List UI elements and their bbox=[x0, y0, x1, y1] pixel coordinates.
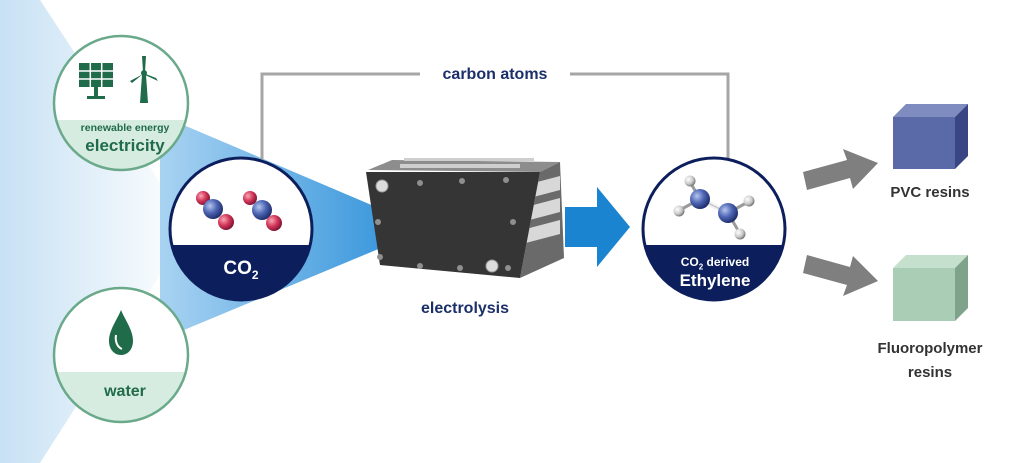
water-label: water bbox=[104, 383, 146, 400]
electricity-label: electricity bbox=[85, 136, 165, 155]
co2-label-main: CO bbox=[223, 258, 252, 279]
co2-derived-main: CO bbox=[680, 255, 699, 269]
process-arrow bbox=[565, 187, 630, 267]
co2-derived-subscript: 2 bbox=[698, 262, 704, 272]
fluoropolymer-resin-cube bbox=[893, 255, 968, 321]
arrow-to-pvc bbox=[803, 149, 878, 190]
ethylene-molecule-icon bbox=[673, 175, 755, 240]
left-glow bbox=[0, 0, 190, 463]
co2-label-subscript: 2 bbox=[251, 267, 259, 282]
wind-turbine-icon bbox=[130, 56, 158, 103]
fluoropolymer-resins-label: Fluoropolymer resins bbox=[877, 340, 983, 381]
carbon-atoms-label: carbon atoms bbox=[420, 66, 570, 84]
ethylene-circle bbox=[641, 156, 787, 302]
co2-label: CO2 bbox=[176, 258, 306, 282]
pvc-resins-label: PVC resins bbox=[890, 184, 970, 201]
electrolyzer-stack bbox=[366, 158, 564, 278]
co2-molecule-icon bbox=[243, 191, 282, 231]
arrow-to-fluoropolymer bbox=[803, 255, 878, 296]
co2-molecule-icon bbox=[196, 191, 234, 230]
co2-derived-label: CO2 derived bbox=[645, 255, 785, 271]
renewable-energy-label: renewable energy bbox=[80, 122, 170, 134]
ethylene-label: Ethylene bbox=[679, 271, 751, 290]
electrolysis-label: electrolysis bbox=[420, 300, 510, 317]
solar-panel-icon bbox=[79, 63, 113, 99]
co2-derived-rest: derived bbox=[703, 255, 750, 269]
water-drop-icon bbox=[109, 310, 133, 355]
pvc-resin-cube bbox=[893, 104, 968, 169]
